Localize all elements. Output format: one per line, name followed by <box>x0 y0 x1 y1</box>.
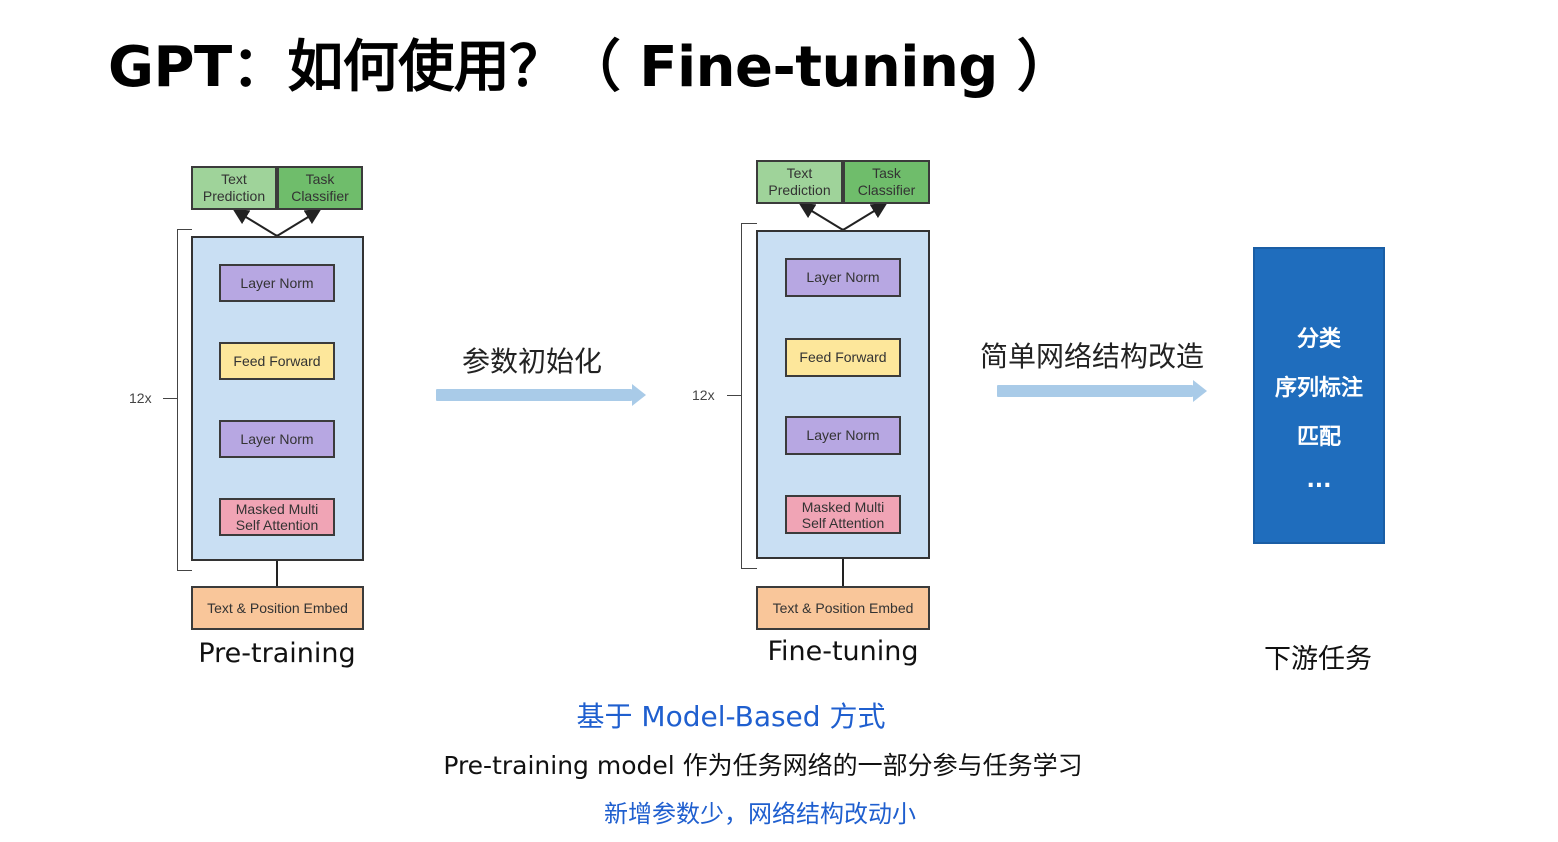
structure-change-arrow-shaft <box>997 385 1193 397</box>
finetune-repeat-label: 12x <box>692 387 715 403</box>
finetune-caption: Fine-tuning <box>767 636 919 667</box>
pretrain-text-prediction-head: Text Prediction <box>191 166 277 210</box>
pretrain-feed-forward: Feed Forward <box>219 342 335 380</box>
task-item-classification: 分类 <box>1296 327 1341 352</box>
task-item-matching: 匹配 <box>1296 425 1341 450</box>
note-model-based: 基于 Model-Based 方式 <box>576 700 886 733</box>
pretrain-task-classifier-head: Task Classifier <box>277 166 363 210</box>
finetune-task-classifier-head: Task Classifier <box>843 160 930 204</box>
pretrain-masked-self-attention: Masked Multi Self Attention <box>219 498 335 536</box>
param-init-arrow-head <box>632 384 646 406</box>
downstream-caption: 下游任务 <box>1264 644 1372 675</box>
finetune-text-position-embed: Text & Position Embed <box>756 586 930 630</box>
pretrain-repeat-tick <box>163 398 177 399</box>
structure-change-label: 简单网络结构改造 <box>980 340 1205 373</box>
pretrain-repeat-bracket <box>177 229 192 571</box>
finetune-layer-norm-bottom: Layer Norm <box>785 416 901 455</box>
finetune-repeat-tick <box>727 395 741 396</box>
note-pretrain-role: Pre-training model 作为任务网络的一部分参与任务学习 <box>443 751 1083 780</box>
page-title: GPT：如何使用？（ Fine-tuning ） <box>108 35 1073 100</box>
task-item-more: ... <box>1306 468 1332 493</box>
pretrain-layer-norm-top: Layer Norm <box>219 264 335 302</box>
finetune-feed-forward: Feed Forward <box>785 338 901 377</box>
pretrain-caption: Pre-training <box>198 638 356 669</box>
finetune-repeat-bracket <box>741 223 757 569</box>
pretrain-layer-norm-bottom: Layer Norm <box>219 420 335 458</box>
note-few-params: 新增参数少，网络结构改动小 <box>604 800 916 828</box>
finetune-layer-norm-top: Layer Norm <box>785 258 901 297</box>
pretrain-repeat-label: 12x <box>129 390 152 406</box>
downstream-task-box: 分类 序列标注 匹配 ... <box>1253 247 1385 544</box>
finetune-text-prediction-head: Text Prediction <box>756 160 843 204</box>
param-init-label: 参数初始化 <box>462 345 603 378</box>
task-item-sequence-labeling: 序列标注 <box>1274 376 1363 401</box>
pretrain-text-position-embed: Text & Position Embed <box>191 586 364 630</box>
param-init-arrow-shaft <box>436 389 632 401</box>
finetune-masked-self-attention: Masked Multi Self Attention <box>785 495 901 534</box>
structure-change-arrow-head <box>1193 380 1207 402</box>
